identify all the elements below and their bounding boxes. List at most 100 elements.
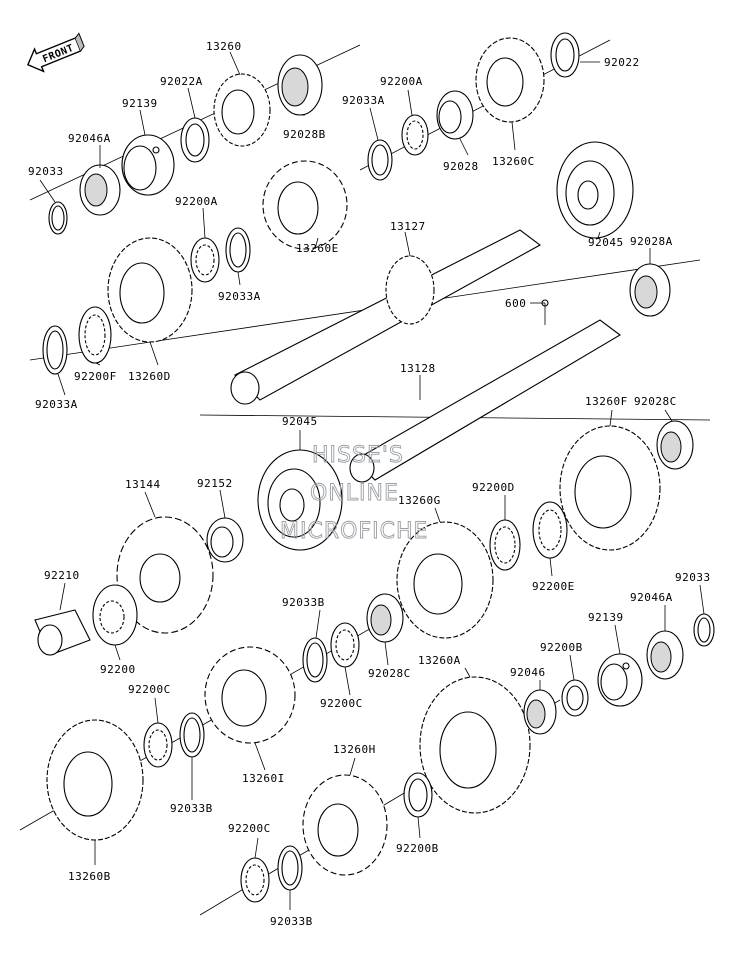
part-bearing-92046A-right (646, 630, 684, 680)
part-washer-92200C-mid (330, 622, 360, 668)
part-nut-92210 (34, 609, 91, 656)
part-gear-13260H (302, 774, 388, 876)
part-gear-13260B (46, 719, 144, 841)
part-collar-92152 (206, 517, 244, 563)
label-92028C-2: 92028C (368, 667, 411, 680)
part-washer-92022A (180, 117, 210, 163)
label-92028: 92028 (443, 160, 479, 173)
part-gear-13260E (262, 160, 348, 250)
label-13260I: 13260I (242, 772, 285, 785)
part-washer-92200C-bottom (240, 857, 270, 903)
part-washer-92200 (92, 584, 138, 646)
label-92200B-2: 92200B (396, 842, 439, 855)
label-13260E: 13260E (296, 242, 339, 255)
label-92210: 92210 (44, 569, 80, 582)
label-13260H: 13260H (333, 743, 376, 756)
part-washer-92200A-top (401, 114, 429, 156)
part-bearing-92046 (523, 689, 557, 735)
label-92200C-3: 92200C (228, 822, 271, 835)
label-13260C: 13260C (492, 155, 535, 168)
part-gear-13260 (213, 73, 271, 147)
label-92033B-2: 92033B (170, 802, 213, 815)
part-ring-92033 (48, 201, 68, 235)
label-92139-2: 92139 (588, 611, 624, 624)
part-washer-92200F (78, 306, 112, 364)
label-92033A-3: 92033A (35, 398, 78, 411)
part-bearing-92028C-top (656, 420, 694, 470)
label-92045-2: 92045 (282, 415, 318, 428)
part-ring-92033A-left (42, 325, 68, 375)
label-92200D: 92200D (472, 481, 515, 494)
part-ring-92033-right (693, 613, 715, 647)
label-13260F: 13260F (585, 395, 628, 408)
label-92028C: 92028C (634, 395, 677, 408)
front-arrow-icon: FRONT (26, 32, 85, 73)
label-92200A: 92200A (380, 75, 423, 88)
label-92045: 92045 (588, 236, 624, 249)
label-92046: 92046 (510, 666, 546, 679)
part-shaft-13127 (230, 229, 542, 405)
part-washer-92022 (550, 32, 580, 78)
part-washer-92200B-bottom (403, 772, 433, 818)
label-92033-2: 92033 (675, 571, 711, 584)
label-92200C: 92200C (128, 683, 171, 696)
label-92200C-2: 92200C (320, 697, 363, 710)
label-92200F: 92200F (74, 370, 117, 383)
label-92028B: 92028B (283, 128, 326, 141)
label-92200: 92200 (100, 663, 136, 676)
label-600: 600 (505, 297, 526, 310)
part-ring-92033A-mid (225, 227, 251, 273)
part-washer-92200C-left (143, 722, 173, 768)
part-collar-92028 (436, 90, 474, 140)
part-gear-13260G (396, 521, 494, 639)
part-bearing-92045-top (556, 141, 634, 239)
label-13127: 13127 (390, 220, 426, 233)
label-13128: 13128 (400, 362, 436, 375)
part-gear-13260F (559, 425, 661, 551)
part-bearing-92028C-mid (366, 593, 404, 643)
watermark-line-2: ONLINE (310, 481, 399, 506)
part-shaft-13128 (349, 299, 621, 483)
part-bearing-92028A (629, 263, 671, 317)
part-washer-92200A-mid (190, 237, 220, 283)
part-ring-92033B-bottom (277, 845, 303, 891)
part-gear-13260A (419, 676, 531, 814)
label-92200E: 92200E (532, 580, 575, 593)
label-92046A-2: 92046A (630, 591, 673, 604)
part-sleeve-92139 (121, 134, 175, 196)
label-92033: 92033 (28, 165, 64, 178)
part-labels: 13260 92022A 92139 92046A 92033 92028B 9… (28, 40, 711, 928)
label-92028A: 92028A (630, 235, 673, 248)
label-92022A: 92022A (160, 75, 203, 88)
part-gear-13260I (204, 646, 296, 744)
label-92033B-3: 92033B (270, 915, 313, 928)
label-92139: 92139 (122, 97, 158, 110)
label-92033B: 92033B (282, 596, 325, 609)
part-ring-92033A-top (367, 139, 393, 181)
label-92046A: 92046A (68, 132, 111, 145)
label-13260B: 13260B (68, 870, 111, 883)
label-92033A-2: 92033A (218, 290, 261, 303)
label-13260: 13260 (206, 40, 242, 53)
label-13260A: 13260A (418, 654, 461, 667)
label-92033A: 92033A (342, 94, 385, 107)
part-washer-92200B-right (561, 679, 589, 717)
part-washer-92200D (489, 519, 521, 571)
label-13260G: 13260G (398, 494, 441, 507)
label-92022: 92022 (604, 56, 640, 69)
label-92152: 92152 (197, 477, 233, 490)
watermark-line-1: HISSE'S (312, 443, 404, 468)
part-washer-92200E (532, 501, 568, 559)
part-ring-92033B-mid (302, 637, 328, 683)
part-gear-13260C (475, 37, 545, 123)
label-92200B: 92200B (540, 641, 583, 654)
part-bearing-92045-mid (257, 449, 343, 551)
label-92200A-2: 92200A (175, 195, 218, 208)
watermark-line-3: MICROFICHE (280, 519, 428, 544)
label-13260D: 13260D (128, 370, 171, 383)
part-ring-92033B-left (179, 712, 205, 758)
leader-lines (39, 51, 705, 910)
part-sleeve-92139-right (597, 653, 643, 707)
part-gear-13260D (107, 237, 193, 343)
